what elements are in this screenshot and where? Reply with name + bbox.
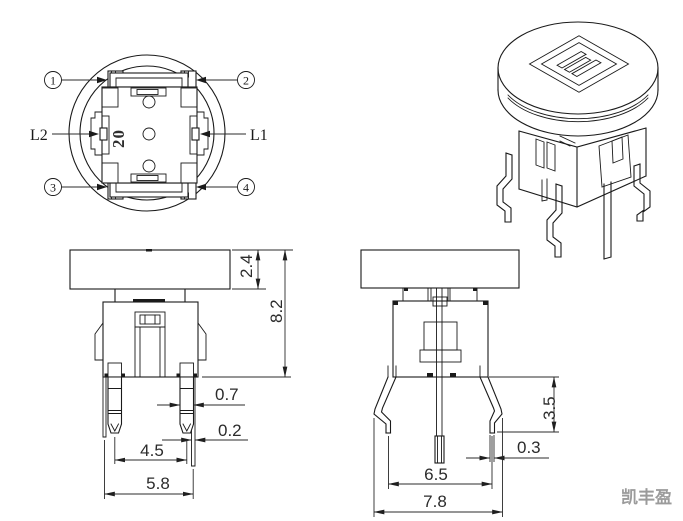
post-left xyxy=(102,376,107,438)
dim-leg-height: 3.5 xyxy=(540,396,559,420)
center-pin xyxy=(434,435,445,464)
arrowhead xyxy=(196,183,206,191)
front-dimensions: 2.4 8.2 0.7 0.2 4.5 5.8 xyxy=(104,249,293,499)
callout-terminal-1: 1 xyxy=(44,71,107,89)
front-view: 2.4 8.2 0.7 0.2 4.5 5.8 xyxy=(69,249,293,499)
dim-pin-width: 0.7 xyxy=(215,385,239,404)
plunger-front xyxy=(134,311,166,378)
leg-left-outer xyxy=(373,376,389,434)
iso-right-bracket xyxy=(598,134,632,188)
callout-terminal-2: 2 xyxy=(196,71,255,89)
callout-led-l2: L2 xyxy=(30,127,99,144)
terminal-4-label: 4 xyxy=(243,181,249,195)
arrowhead xyxy=(196,76,206,84)
leg-right-inner xyxy=(479,376,496,434)
iso-center-pin xyxy=(603,181,612,260)
led-l2-label: L2 xyxy=(30,127,48,144)
watermark-highlight: 凯丰盈 xyxy=(623,489,674,509)
side-dimensions: 3.5 0.3 6.5 7.8 xyxy=(373,376,559,517)
pin-right xyxy=(179,376,195,434)
leg-right-outer xyxy=(487,376,503,434)
legs-side xyxy=(373,365,503,434)
callout-terminal-3: 3 xyxy=(44,178,107,196)
arrowhead xyxy=(200,130,210,138)
mid-flange xyxy=(419,349,462,363)
cap-marking: 20 xyxy=(109,129,128,148)
pin-left xyxy=(107,376,123,434)
iso-body xyxy=(518,127,647,208)
cap-front xyxy=(69,249,231,290)
wing-left xyxy=(94,322,104,361)
cap-side xyxy=(360,249,520,289)
led-pin-l1 xyxy=(191,127,200,141)
leg-left-inner xyxy=(380,376,397,434)
plunger-base xyxy=(432,296,448,307)
dim-pin-pitch: 4.5 xyxy=(140,441,164,460)
dim-post-span: 5.8 xyxy=(146,474,170,493)
top-key xyxy=(109,72,189,88)
bottom-key xyxy=(109,182,189,198)
dim-leg-span: 7.8 xyxy=(423,492,447,511)
cap-outline-inner xyxy=(79,65,215,201)
cap-outline-outer xyxy=(68,54,226,212)
body-front xyxy=(102,301,199,378)
arrowhead xyxy=(89,130,99,138)
dim-post-width: 0.2 xyxy=(218,421,242,440)
top-key-inner xyxy=(115,77,183,88)
stem xyxy=(114,288,186,303)
callout-terminal-4: 4 xyxy=(196,178,255,196)
arrowhead xyxy=(97,76,107,84)
body-side xyxy=(392,300,489,378)
led-pin-l2 xyxy=(99,127,108,141)
iso-cap xyxy=(497,21,659,137)
terminal-1-label: 1 xyxy=(50,74,56,88)
pins-front xyxy=(104,362,197,434)
arrowhead xyxy=(97,183,107,191)
isometric-view xyxy=(496,21,659,260)
bottom-key-inner xyxy=(115,182,183,193)
watermark-text: 凯丰盈 xyxy=(621,487,672,507)
led-l1-label: L1 xyxy=(250,127,268,144)
top-view: 20 1 2 3 4 L2 xyxy=(30,54,268,212)
dim-foot-thickness: 0.3 xyxy=(517,438,541,457)
side-view: 3.5 0.3 6.5 7.8 xyxy=(360,249,559,517)
iso-legs xyxy=(496,152,651,260)
terminal-3-label: 3 xyxy=(50,181,56,195)
dim-foot-span: 6.5 xyxy=(424,465,448,484)
stem-side xyxy=(402,287,478,302)
dim-cap-height: 2.4 xyxy=(237,254,256,278)
wing-right xyxy=(197,322,207,361)
body-inner-details xyxy=(101,87,198,184)
callout-led-l1: L1 xyxy=(200,127,268,144)
cap-pattern xyxy=(530,36,629,92)
terminal-2-label: 2 xyxy=(243,74,249,88)
brand-watermark: 凯丰盈 凯丰盈 xyxy=(621,487,674,509)
dim-total-height: 8.2 xyxy=(267,299,286,323)
